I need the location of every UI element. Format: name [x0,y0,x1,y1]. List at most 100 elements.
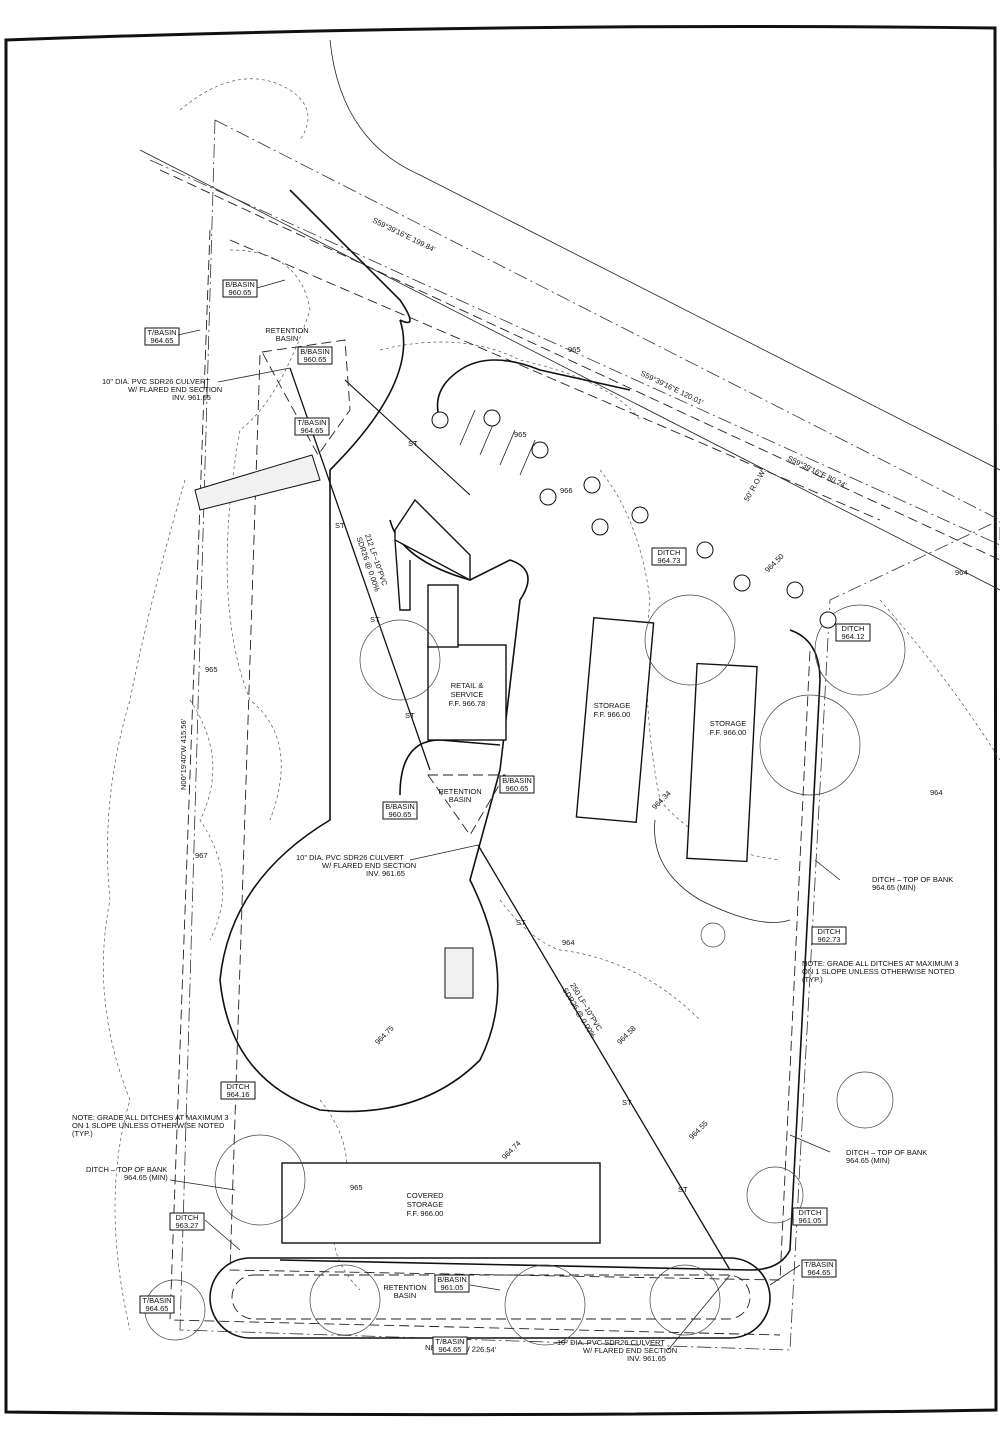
svg-text:964.65: 964.65 [301,426,324,435]
tree-line-top [179,78,309,141]
svg-text:964.65: 964.65 [146,1304,169,1313]
retention-label: RETENTION [383,1283,426,1292]
retail-ff: F.F. 966.78 [449,699,486,708]
svg-text:964.65 (MIN): 964.65 (MIN) [872,883,916,892]
svg-text:NOTE: GRADE ALL DITCHES AT MAX: NOTE: GRADE ALL DITCHES AT MAXIMUM 3 [802,959,959,968]
svg-text:961.05: 961.05 [799,1216,822,1225]
tree [504,1264,586,1346]
svg-text:DITCH: DITCH [799,1208,822,1217]
svg-text:960.65: 960.65 [304,355,327,364]
landscape-tree [696,541,714,559]
svg-text:964.65 (MIN): 964.65 (MIN) [846,1156,890,1165]
svg-text:DITCH: DITCH [176,1213,199,1222]
svg-text:T/BASIN: T/BASIN [297,418,326,427]
tree [746,1166,804,1224]
parking-stalls [459,409,536,476]
tree [214,1134,306,1226]
setback-line [229,239,881,1281]
tree [309,1264,381,1336]
bearing-label: N00°19'40"W 415.56' [179,718,188,790]
retention-label: BASIN [449,795,472,804]
storage-1-label: STORAGE [594,701,631,710]
tree [359,619,441,701]
st-marker: ST [370,615,380,624]
svg-text:(TYP.): (TYP.) [72,1129,93,1138]
svg-text:W/ FLARED END SECTION: W/ FLARED END SECTION [128,385,222,394]
svg-text:962.73: 962.73 [818,935,841,944]
tag-t-basin: T/BASIN 964.65 [294,417,330,436]
tag-t-basin: T/BASIN 964.65 [801,1259,837,1278]
road-edge [329,39,1000,471]
svg-text:ON 1 SLOPE UNLESS OTHERWISE NO: ON 1 SLOPE UNLESS OTHERWISE NOTED [72,1121,225,1130]
svg-text:DITCH – TOP OF BANK: DITCH – TOP OF BANK [86,1165,167,1174]
retention-label: BASIN [394,1291,417,1300]
svg-text:DITCH: DITCH [818,927,841,936]
tag-b-basin: B/BASIN 960.65 [222,279,258,298]
tag-b-basin: B/BASIN 960.65 [382,801,418,820]
st-marker: ST [335,521,345,530]
svg-text:964.16: 964.16 [227,1090,250,1099]
culvert-note-2: 10" DIA. PVC SDR26 CULVERT W/ FLARED END… [296,853,416,878]
spot-elevation: 964.50 [763,552,786,575]
svg-text:DITCH: DITCH [842,624,865,633]
contour-label: 964 [955,568,968,577]
retail-annex [427,584,459,648]
landscape-tree [583,476,601,494]
svg-text:INV. 961.65: INV. 961.65 [172,393,211,402]
storm-pipe-2 [477,844,731,1271]
storm-pipe-north [344,379,471,496]
svg-text:960.65: 960.65 [506,784,529,793]
tag-ditch: DITCH 961.05 [792,1207,828,1226]
svg-text:NOTE: GRADE ALL DITCHES AT MAX: NOTE: GRADE ALL DITCHES AT MAXIMUM 3 [72,1113,229,1122]
drive-outline [219,470,529,1113]
landscape-trees [431,409,837,629]
road-edge [139,149,1000,591]
ditch-top-note: DITCH – TOP OF BANK 964.65 (MIN) [86,1165,168,1182]
contour-label: 964 [562,938,575,947]
retention-basin-south-inner [231,1274,751,1320]
leader-lines [169,279,841,1351]
retail-service-building [427,644,507,741]
tag-t-basin: T/BASIN 964.65 [144,327,180,346]
covered-storage-building [281,1162,601,1244]
bearing-label: S59°39'16"E 199.84' [371,216,437,254]
landscape-tree [819,611,837,629]
contour-965 [499,899,701,1021]
retail-label-2: SERVICE [451,690,484,699]
contour-965 [379,341,641,421]
svg-text:DITCH: DITCH [658,548,681,557]
tree [814,604,906,696]
drive-entry [289,189,411,324]
tag-ditch: DITCH 964.12 [835,623,871,642]
contour-label: 967 [195,851,208,860]
svg-text:DITCH: DITCH [227,1082,250,1091]
svg-text:960.65: 960.65 [229,288,252,297]
svg-text:(TYP.): (TYP.) [802,975,823,984]
svg-text:ON 1 SLOPE UNLESS OTHERWISE NO: ON 1 SLOPE UNLESS OTHERWISE NOTED [802,967,955,976]
st-marker: ST [405,711,415,720]
storage-building-2 [686,662,758,863]
tree [649,1264,721,1336]
road-centerline [149,159,1000,546]
bearing-label: S59°39'16"E 120.01' [639,369,705,407]
svg-text:T/BASIN: T/BASIN [435,1337,464,1346]
tree [836,1071,894,1129]
woods-edge [102,479,186,1331]
tag-t-basin: T/BASIN 964.65 [139,1295,175,1314]
retail-label: RETAIL & [451,681,484,690]
drive-loop [436,359,631,421]
svg-text:INV. 961.65: INV. 961.65 [366,869,405,878]
culvert-note-1: 10" DIA. PVC SDR26 CULVERT W/ FLARED END… [102,377,222,402]
spot-elevation: 964.34 [650,789,673,812]
row-label: 50' R.O.W. [742,467,768,503]
tag-ditch: DITCH 962.73 [811,926,847,945]
svg-text:B/BASIN: B/BASIN [502,776,532,785]
tag-b-basin: B/BASIN 961.05 [434,1274,470,1293]
landscape-tree [591,518,609,536]
ditch-top-note: DITCH – TOP OF BANK 964.65 (MIN) [872,875,953,892]
svg-text:W/ FLARED END SECTION: W/ FLARED END SECTION [583,1346,677,1355]
east-drive-inner [654,819,791,923]
landscape-tree [431,411,449,429]
svg-text:964.73: 964.73 [658,556,681,565]
landscape-tree [531,441,549,459]
